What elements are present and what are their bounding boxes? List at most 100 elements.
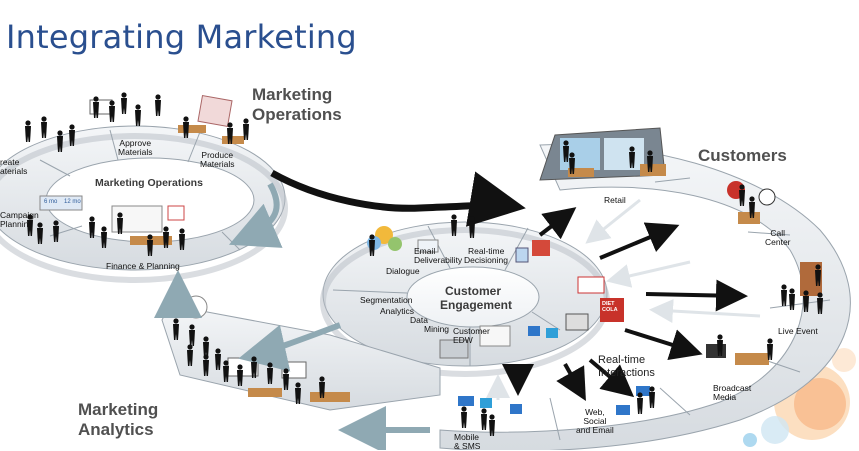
call-center-line2: Center xyxy=(765,237,791,247)
campaign-planning-line1: Campaign xyxy=(0,210,39,220)
call-center-label: Call Center xyxy=(765,229,791,247)
person-figure xyxy=(739,184,745,206)
web-social-email-line1: Web, xyxy=(585,407,605,417)
person-figure xyxy=(251,356,257,378)
person-figure xyxy=(109,100,115,122)
person-figure xyxy=(563,140,569,162)
person-figure xyxy=(163,226,169,248)
person-figure xyxy=(27,214,33,236)
create-materials-line1: reate xyxy=(0,157,20,167)
person-figure xyxy=(183,116,189,138)
web-social-email-line2: Social xyxy=(583,416,607,426)
person-figure xyxy=(283,368,289,390)
person-figure xyxy=(41,116,47,138)
person-figure xyxy=(319,376,325,398)
person-figure xyxy=(295,382,301,404)
customers-heading: Customers xyxy=(698,146,787,165)
person-figure xyxy=(789,288,795,310)
person-figure xyxy=(781,284,787,306)
person-figure xyxy=(481,408,487,430)
create-materials-line2: aterials xyxy=(0,166,28,176)
realtime-interactions-line1: Real-time xyxy=(598,354,646,366)
person-figure xyxy=(203,336,209,358)
diet-cola-sign: DIET COLA xyxy=(602,301,618,313)
person-figure xyxy=(451,214,457,236)
approve-materials-line2: Materials xyxy=(118,147,153,157)
person-figure xyxy=(101,226,107,248)
segmentation-label: Segmentation xyxy=(360,295,413,305)
person-figure xyxy=(89,216,95,238)
diet-cola-line1: DIET xyxy=(602,301,615,307)
person-figure xyxy=(749,196,755,218)
person-figure xyxy=(649,386,655,408)
person-figure xyxy=(717,334,723,356)
person-figure xyxy=(173,318,179,340)
timeline-6mo: 6 mo xyxy=(44,199,58,205)
operations-ring xyxy=(0,95,288,283)
email-deliverability-line1: Email xyxy=(414,246,436,256)
person-figure xyxy=(815,264,821,286)
person-figure xyxy=(57,130,63,152)
broadcast-media-line2: Media xyxy=(713,392,737,402)
produce-materials-line1: Produce xyxy=(201,150,234,160)
person-figure xyxy=(647,150,653,172)
operations-heading-line1: Marketing xyxy=(252,85,333,104)
diet-cola-line2: COLA xyxy=(602,307,618,313)
finance-planning-label: Finance & Planning xyxy=(106,261,180,271)
page-title: Integrating Marketing xyxy=(6,18,357,56)
person-figure xyxy=(135,104,141,126)
person-figure xyxy=(155,94,161,116)
create-materials-label: reate aterials xyxy=(0,158,27,176)
flow-arrows xyxy=(154,169,761,450)
person-figure xyxy=(489,414,495,436)
person-figure xyxy=(267,362,273,384)
broadcast-media-label: Broadcast Media xyxy=(713,384,751,402)
person-figure xyxy=(469,216,475,238)
web-social-email-label: Web, Social and Email xyxy=(576,408,614,435)
analytics-heading: Marketing Analytics xyxy=(78,400,158,440)
realtime-interactions-line2: Interactions xyxy=(598,367,655,379)
engagement-center-label: Customer Engagement xyxy=(440,284,513,312)
realtime-decisioning-line2: Decisioning xyxy=(464,255,508,265)
person-figure xyxy=(817,292,823,314)
person-figure xyxy=(69,124,75,146)
customer-edw-line2: EDW xyxy=(453,335,473,345)
analytics-heading-line2: Analytics xyxy=(78,420,154,439)
person-figure xyxy=(147,234,153,256)
data-mining-label: Data Mining xyxy=(410,316,449,334)
person-figure xyxy=(243,118,249,140)
person-figure xyxy=(117,212,123,234)
email-deliverability-label: Email Deliverability xyxy=(414,247,462,265)
person-figure xyxy=(121,92,127,114)
data-mining-line1: Data xyxy=(410,315,428,325)
operations-heading-line2: Operations xyxy=(252,105,342,124)
campaign-planning-label: Campaign Planning xyxy=(0,211,39,229)
mobile-sms-label: Mobile & SMS xyxy=(454,433,480,451)
person-figure xyxy=(37,222,43,244)
person-figure xyxy=(93,96,99,118)
campaign-planning-line2: Planning xyxy=(0,219,34,229)
approve-materials-line1: Approve xyxy=(119,138,152,148)
engagement-center-line2: Engagement xyxy=(440,298,513,312)
realtime-decisioning-label: Real-time Decisioning xyxy=(464,247,508,265)
web-social-email-line3: and Email xyxy=(576,425,614,435)
customer-edw-line1: Customer xyxy=(453,326,490,336)
engagement-ring xyxy=(320,221,624,377)
retail-label: Retail xyxy=(604,195,626,205)
person-figure xyxy=(189,324,195,346)
realtime-interactions-label: Real-time Interactions xyxy=(598,354,655,380)
person-figure xyxy=(569,152,575,174)
analytics-heading-line1: Marketing xyxy=(78,400,159,419)
mobile-sms-line2: & SMS xyxy=(454,441,481,451)
live-event-label: Live Event xyxy=(778,326,818,336)
person-figure xyxy=(187,344,193,366)
operations-center-label: Marketing Operations xyxy=(95,177,203,189)
person-figure xyxy=(179,228,185,250)
person-figure xyxy=(53,220,59,242)
people-figures xyxy=(25,92,823,436)
person-figure xyxy=(803,290,809,312)
person-figure xyxy=(637,392,643,414)
person-figure xyxy=(767,338,773,360)
